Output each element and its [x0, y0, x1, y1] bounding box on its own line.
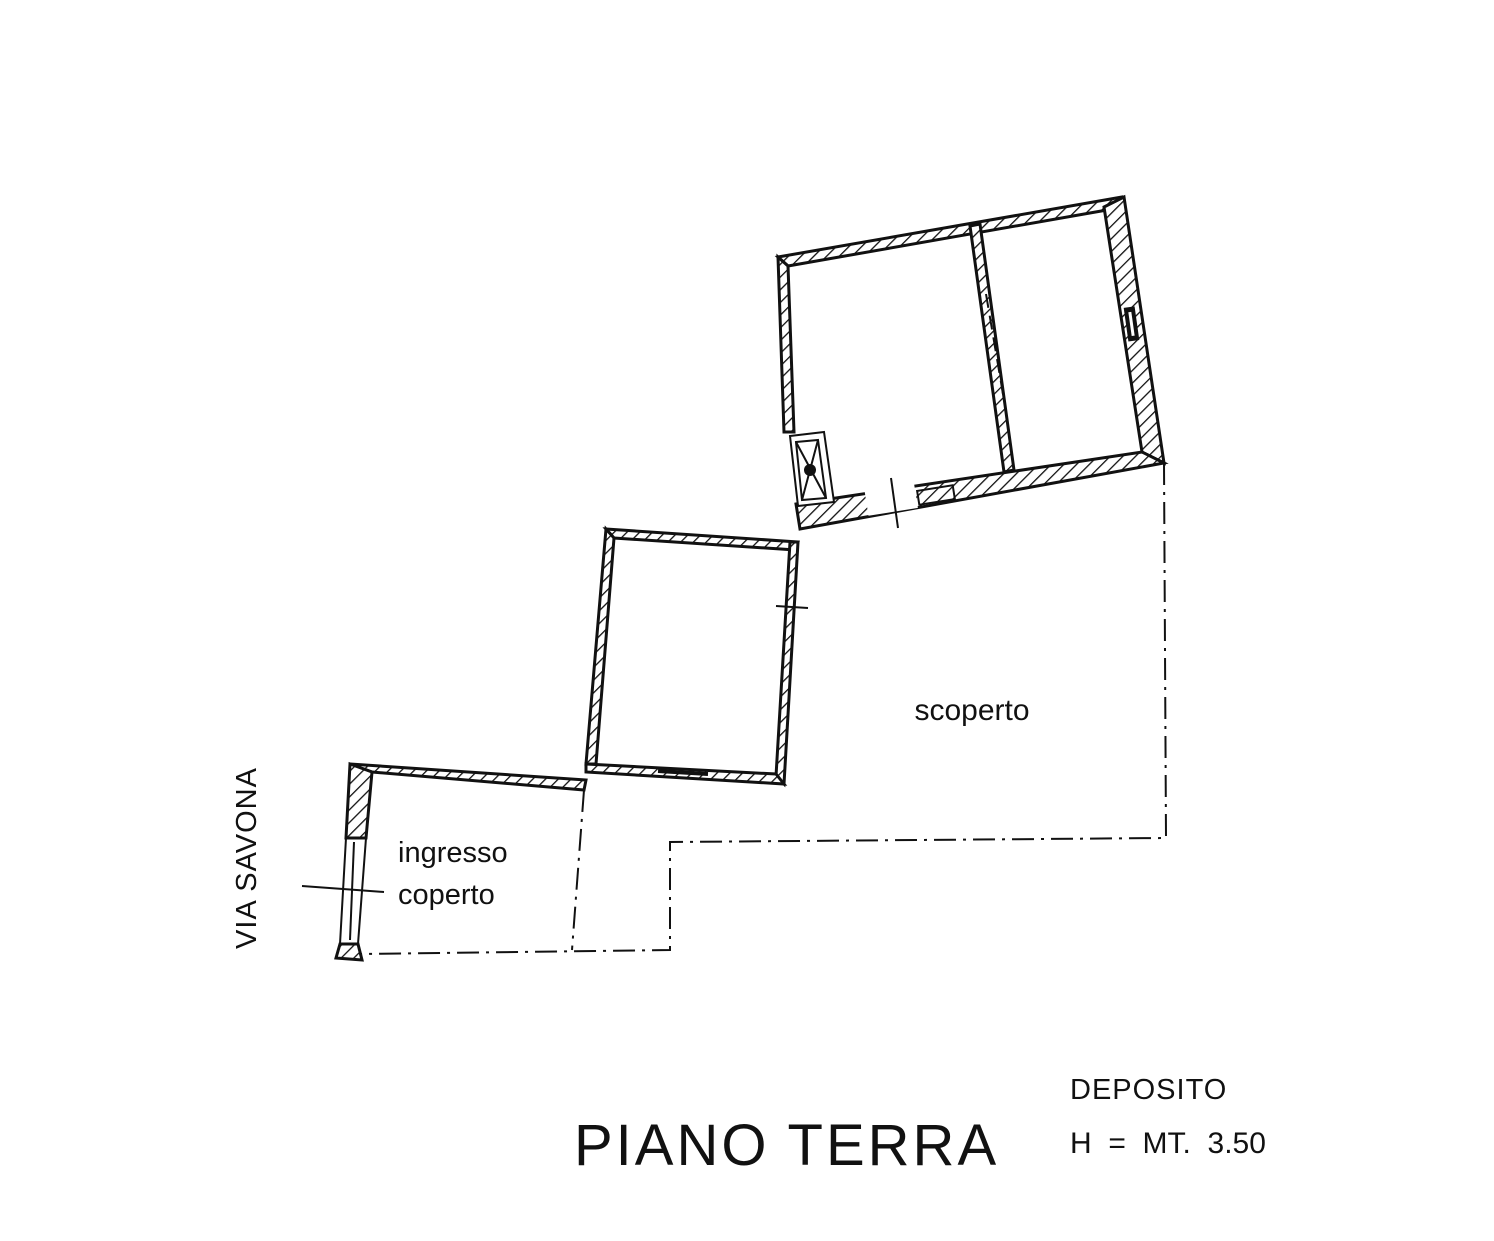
title-block: PIANO TERRA DEPOSITO H = MT. 3.50 [574, 1074, 1266, 1178]
upper-right-window-pane [1128, 311, 1135, 337]
lower-entrance-mark [301, 885, 385, 893]
lower-top-wall [349, 762, 588, 792]
middle-right-wall [774, 540, 800, 788]
upper-partition-dash [985, 293, 1005, 401]
upper-bottom-window [915, 484, 957, 506]
street-label: VIA SAVONA [231, 767, 263, 949]
dashed-boundaries [359, 462, 1168, 955]
upper-building [774, 194, 1169, 531]
upper-shaft [788, 430, 836, 508]
ingresso-label-line1: ingresso [398, 837, 508, 869]
upper-left-wall [776, 253, 796, 434]
upper-top-wall [774, 195, 1126, 268]
use-label: DEPOSITO [1070, 1074, 1227, 1106]
upper-bottom-door-mark [890, 477, 899, 529]
middle-top-wall [602, 527, 800, 552]
middle-left-wall [584, 525, 616, 766]
lower-building [301, 761, 588, 962]
floor-title: PIANO TERRA [574, 1113, 999, 1178]
scoperto-boundary [359, 462, 1168, 955]
ingresso-label-line2: coperto [398, 879, 495, 911]
lower-left-wall-foot [334, 942, 364, 962]
upper-partition-wall [968, 222, 1016, 474]
middle-right-door-mark [775, 605, 809, 609]
scoperto-label: scoperto [914, 694, 1029, 727]
lower-left-wall-inner-line [349, 841, 355, 941]
upper-bottom-door-gap [864, 480, 918, 516]
lower-left-wall-upper [344, 761, 374, 840]
ingresso-boundary [571, 789, 585, 951]
middle-building [584, 525, 809, 788]
height-label: H = MT. 3.50 [1070, 1127, 1266, 1160]
middle-bottom-threshold [657, 769, 709, 776]
upper-bottom-wall [794, 450, 1169, 531]
